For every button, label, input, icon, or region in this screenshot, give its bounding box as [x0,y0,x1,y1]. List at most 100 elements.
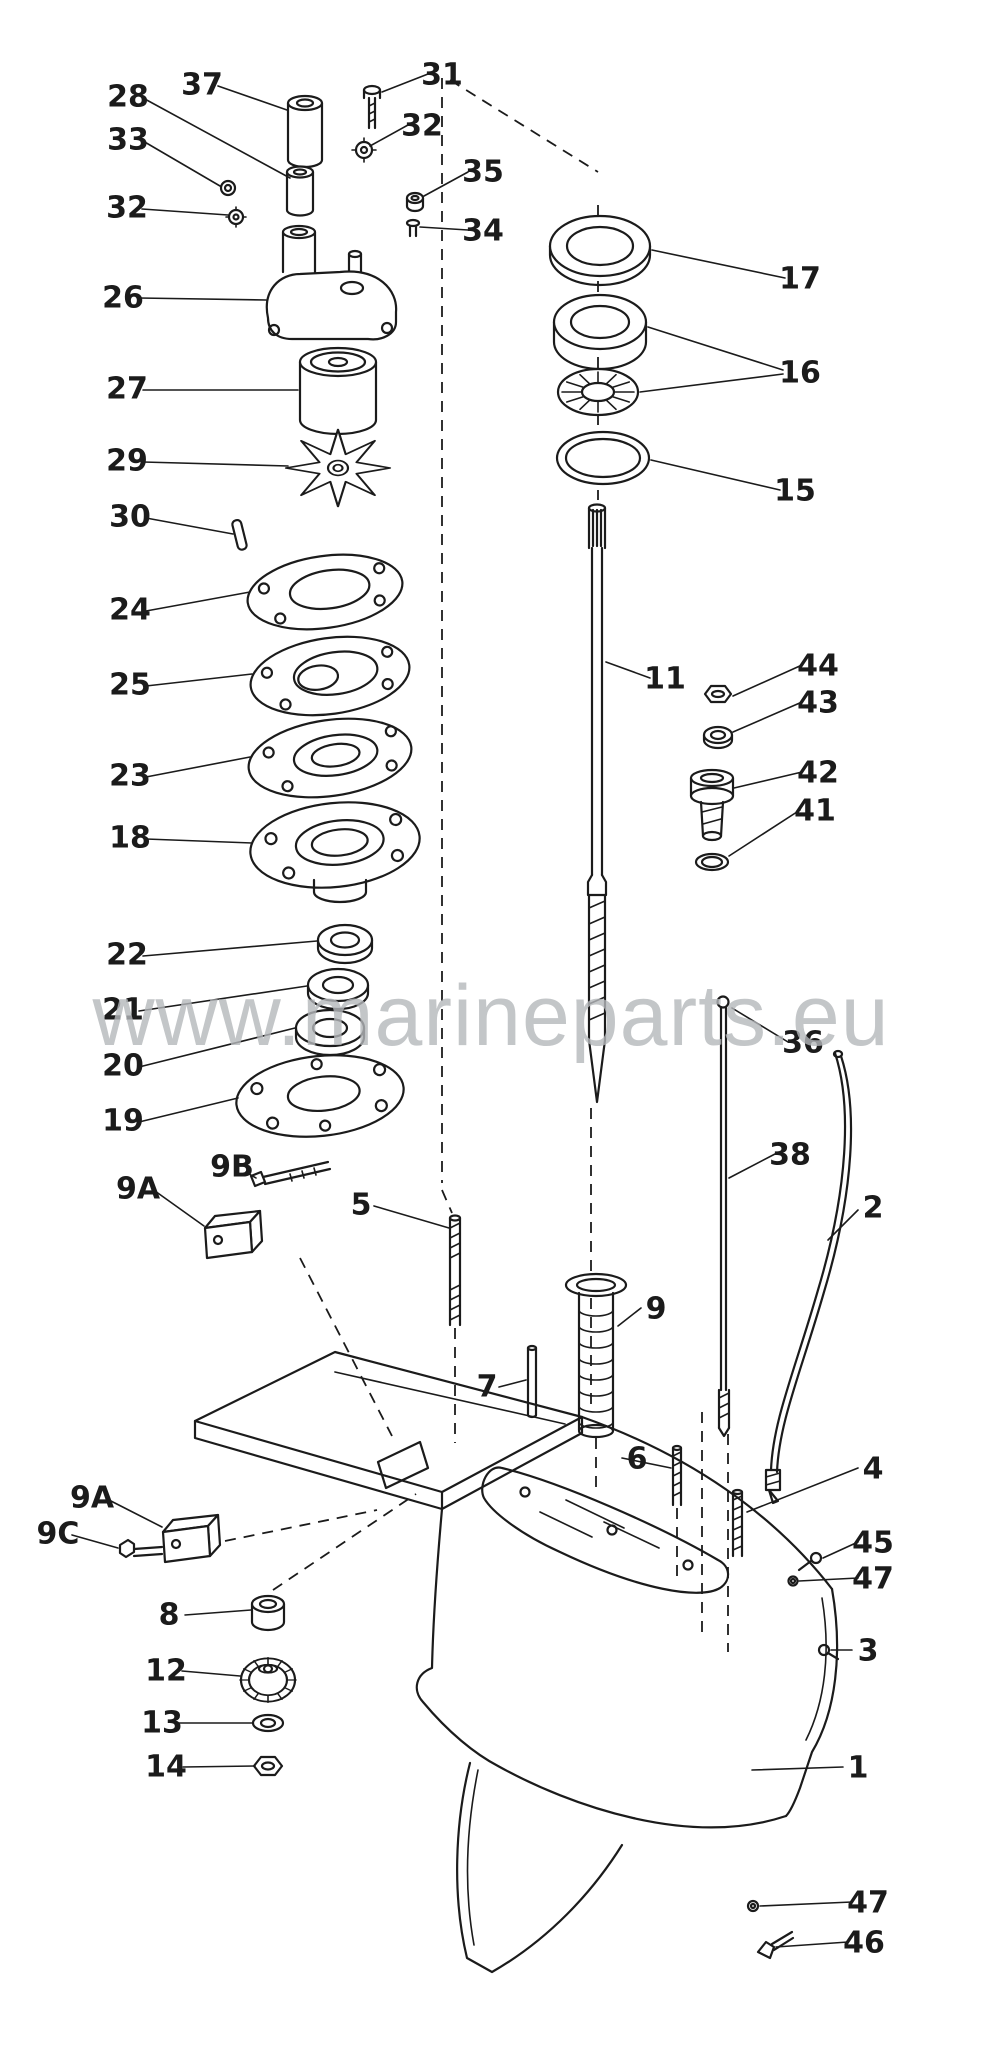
part-22-oil-seal [316,923,374,965]
part-6-stud [671,1444,683,1507]
part-7-dowel-pin [526,1344,538,1419]
part-15-retaining-ring [555,430,651,486]
part-9a-anode-lower [161,1513,222,1564]
callout-30: 30 [109,500,151,535]
callout-13: 13 [141,1706,183,1741]
part-43-seal [702,725,734,750]
part-37-sleeve [286,94,324,169]
part-21-washer [306,967,370,1011]
callout-9: 9 [646,1292,667,1327]
callout-9a-upper: 9A [116,1172,161,1207]
part-28-spacer [285,165,315,217]
callout-14: 14 [145,1750,187,1785]
callout-32-left: 32 [106,191,148,226]
part-47-washer-lower [746,1899,760,1913]
callout-9b: 9B [210,1150,254,1185]
watermark-text: www.marineparts.eu [91,968,889,1064]
callout-8: 8 [159,1598,180,1633]
part-31-bolt [362,84,382,130]
callout-25: 25 [109,668,151,703]
part-26-water-pump-housing [265,224,398,341]
callout-29: 29 [106,444,148,479]
part-18-pump-base [249,801,421,904]
callout-labels: 37 28 33 32 26 27 29 30 24 25 23 18 22 2… [37,58,894,1961]
callout-18: 18 [109,821,151,856]
parts-artwork [118,84,853,1974]
part-2-speedometer-tube [764,1049,853,1505]
part-32-washer-right [351,137,377,163]
callout-44: 44 [797,649,839,684]
callout-24: 24 [109,593,151,628]
callout-22: 22 [106,938,148,973]
callout-28: 28 [107,80,149,115]
callout-21: 21 [102,993,144,1028]
callout-34: 34 [462,214,504,249]
part-9a-anode-upper [203,1209,264,1260]
callout-2: 2 [863,1191,884,1226]
callout-41: 41 [794,794,836,829]
callout-9a-lower: 9A [70,1481,115,1516]
part-42-bushing [689,768,735,842]
part-8-bushing [250,1594,286,1632]
part-25-face-plate [249,635,411,717]
callout-20: 20 [102,1049,144,1084]
part-47-washer-upper [787,1575,799,1587]
callout-46: 46 [843,1926,885,1961]
part-3-pin [817,1643,840,1661]
part-19-gasket [235,1054,405,1138]
callout-7: 7 [477,1370,498,1405]
callout-27: 27 [106,372,148,407]
callout-45: 45 [852,1526,894,1561]
part-5-stud [448,1214,462,1327]
part-46-screw [756,1930,795,1960]
part-35-grommet [405,191,425,213]
callout-12: 12 [145,1654,187,1689]
leader-lines [71,73,859,1948]
part-17-carrier-ring [548,214,652,287]
part-9c-bolt [118,1538,164,1559]
callout-1: 1 [848,1751,869,1786]
callout-26: 26 [102,281,144,316]
callout-32-right: 32 [401,109,443,144]
callout-35: 35 [462,155,504,190]
part-30-impeller-key [231,518,248,551]
part-24-gasket [246,553,404,631]
part-16-roller-bearing [556,367,640,417]
callout-31: 31 [421,58,463,93]
callout-5: 5 [351,1188,372,1223]
part-29-impeller [284,428,392,508]
callout-36: 36 [782,1026,824,1061]
part-32-washer-left [225,206,247,228]
part-13-washer [251,1713,285,1733]
callout-42: 42 [797,756,839,791]
part-11-driveshaft [586,503,608,1104]
callout-17: 17 [779,262,821,297]
callout-15: 15 [774,474,816,509]
part-41-o-ring [694,852,730,872]
callout-43: 43 [797,686,839,721]
callout-6: 6 [627,1442,648,1477]
callout-23: 23 [109,759,151,794]
callout-47-lower: 47 [847,1886,889,1921]
assembly-axis-lines [224,78,729,1652]
part-27-pump-cup [298,346,378,436]
part-33-nut [219,179,237,197]
callout-11: 11 [644,662,686,697]
part-1-gearcase-housing [193,1350,839,1974]
part-9b-bolt [249,1160,332,1188]
callout-16: 16 [779,356,821,391]
callout-4: 4 [863,1452,884,1487]
part-9-water-tube [564,1272,628,1439]
part-38-shift-shaft [716,995,731,1438]
callout-33: 33 [107,123,149,158]
part-44-nut [703,684,733,704]
callout-37: 37 [181,68,223,103]
callout-9c: 9C [37,1517,80,1552]
callout-47-upper: 47 [852,1562,894,1597]
part-34-stud [405,218,421,238]
part-14-nut [252,1755,284,1777]
part-12-pinion-gear [239,1656,297,1704]
callout-3: 3 [858,1634,879,1669]
